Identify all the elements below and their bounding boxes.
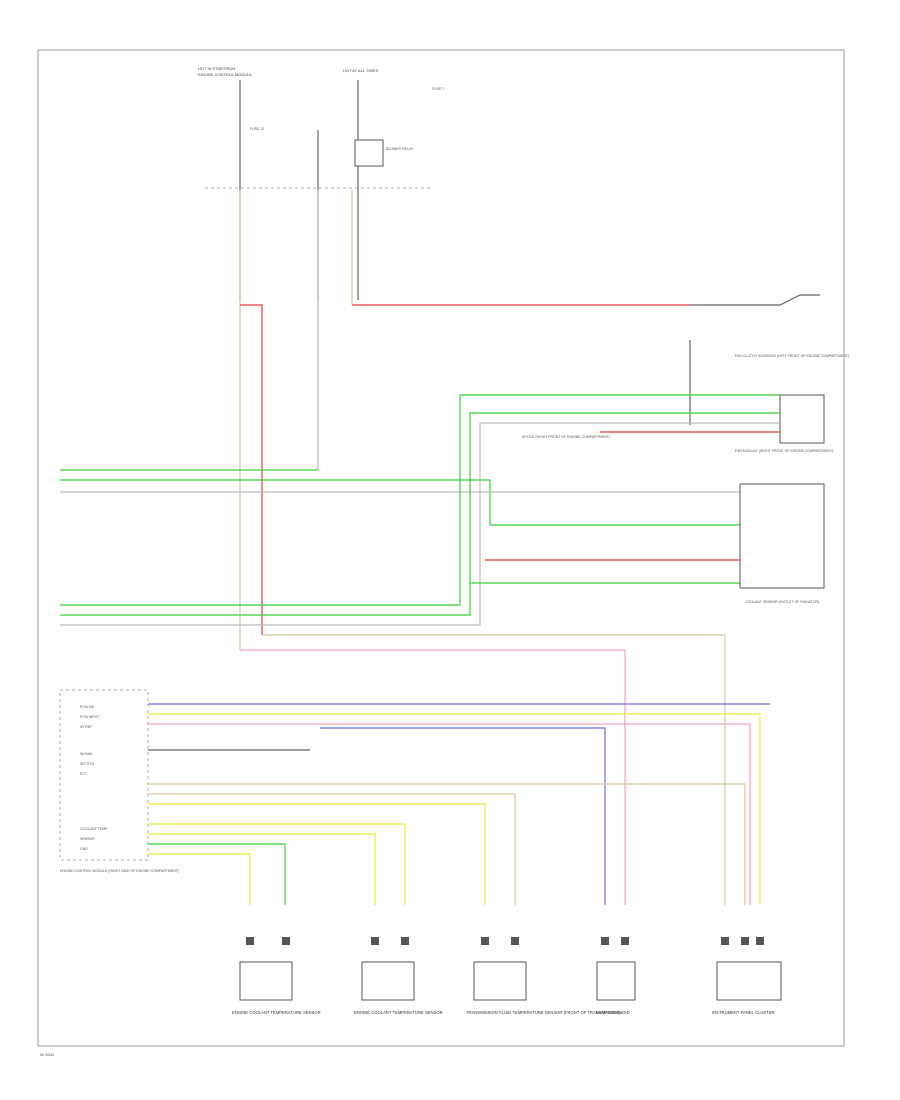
label-hot-accy: HOT AT ALL TIMES bbox=[343, 68, 378, 73]
label-relay: BLOWER RELAY bbox=[386, 147, 414, 151]
wire-tan-down bbox=[262, 634, 726, 905]
ecm-pin-2: 5V REF bbox=[80, 725, 92, 729]
label-fuse-a: FUSE 12 bbox=[250, 127, 264, 131]
label-splice: SPLICE (RIGHT FRONT OF ENGINE COMPARTMEN… bbox=[522, 435, 610, 439]
ecm-pin-4: SIG RTN bbox=[80, 762, 95, 766]
pin-c5-b bbox=[741, 937, 749, 945]
label-c4: EVAP SOLENOID bbox=[596, 1010, 630, 1015]
ecm-pin-7: SENSOR bbox=[80, 837, 95, 841]
fan-module-box bbox=[739, 483, 825, 589]
connector-pins bbox=[246, 937, 764, 945]
wire-green-d bbox=[60, 394, 780, 606]
label-ecm: ENGINE CONTROL MODULE (RIGHT SIDE OF ENG… bbox=[60, 869, 179, 873]
wire-gray-f bbox=[60, 422, 780, 626]
pin-c1-b bbox=[282, 937, 290, 945]
fan-clutch-box bbox=[779, 394, 825, 444]
label-hot-start: HOT IN START/RUN bbox=[198, 66, 235, 71]
wire-yellow-c3 bbox=[148, 803, 486, 905]
wire-blue-down bbox=[320, 727, 606, 905]
ecm-block bbox=[59, 689, 149, 861]
wire-tan-c3 bbox=[148, 793, 516, 905]
pin-c2-b bbox=[401, 937, 409, 945]
pin-c4-b bbox=[621, 937, 629, 945]
label-fan-clutch: FAN CLUTCH SOLENOID (LEFT FRONT OF ENGIN… bbox=[735, 354, 849, 358]
ecm-pin-1: PCM INPUT bbox=[80, 715, 100, 719]
pin-c5-a bbox=[721, 937, 729, 945]
wire-pink-down bbox=[240, 649, 626, 905]
ecm-pin-0: PCM ON bbox=[80, 705, 94, 709]
label-c1: ENGINE COOLANT TEMPERATURE SENSOR bbox=[232, 1010, 321, 1015]
component-c4 bbox=[596, 961, 636, 1001]
label-c5: INSTRUMENT PANEL CLUSTER bbox=[712, 1010, 775, 1015]
label-fan-module: FAN MODULE (RIGHT FRONT OF ENGINE COMPAR… bbox=[735, 449, 833, 453]
wire-green-c1 bbox=[148, 843, 286, 905]
pin-c3-b bbox=[511, 937, 519, 945]
wire-green-b bbox=[60, 479, 740, 526]
pin-c2-a bbox=[371, 937, 379, 945]
wire-yellow-c1 bbox=[148, 853, 251, 905]
ecm-pin-3: SIGNAL bbox=[80, 752, 93, 756]
blower-relay-box bbox=[354, 139, 384, 167]
pin-c5-c bbox=[756, 937, 764, 945]
pin-c4-a bbox=[601, 937, 609, 945]
footer-code: W-1004 bbox=[40, 1052, 55, 1057]
wire-yellow-c2 bbox=[148, 823, 406, 905]
pin-c1-a bbox=[246, 937, 254, 945]
ecm-pin-8: GND bbox=[80, 847, 88, 851]
label-c3: TRANSMISSION FLUID TEMPERATURE SENSOR (F… bbox=[466, 1010, 621, 1015]
label-c2: ENGINE COOLANT TEMPERATURE SENSOR bbox=[354, 1010, 443, 1015]
component-c5 bbox=[716, 961, 782, 1001]
component-c3 bbox=[473, 961, 527, 1001]
ecm-pin-labels: PCM ON PCM INPUT 5V REF SIGNAL SIG RTN E… bbox=[80, 705, 108, 851]
ecm-pin-5: ECT bbox=[80, 772, 88, 776]
label-sensor-right: COOLANT SENSOR (OUTLET OF RADIATOR) bbox=[745, 600, 819, 604]
wire-pink-ecm bbox=[148, 723, 751, 905]
switch-line bbox=[690, 294, 820, 306]
component-c1 bbox=[239, 961, 293, 1001]
diagram-frame bbox=[37, 49, 845, 1047]
wire-yellow-c2b bbox=[148, 833, 376, 905]
pin-c3-a bbox=[481, 937, 489, 945]
component-c2 bbox=[361, 961, 415, 1001]
label-engine-ctrl: ENGINE CONTROL MODULE bbox=[198, 72, 252, 77]
wire-red-loop bbox=[240, 304, 263, 635]
label-fuse-note: FUSE 7 bbox=[432, 87, 444, 91]
wire-tan-ecm bbox=[148, 783, 746, 905]
wire-yellow-top bbox=[148, 713, 761, 905]
wire-green-e bbox=[60, 412, 780, 616]
ecm-pin-6: COOLANT TEMP bbox=[80, 827, 108, 831]
